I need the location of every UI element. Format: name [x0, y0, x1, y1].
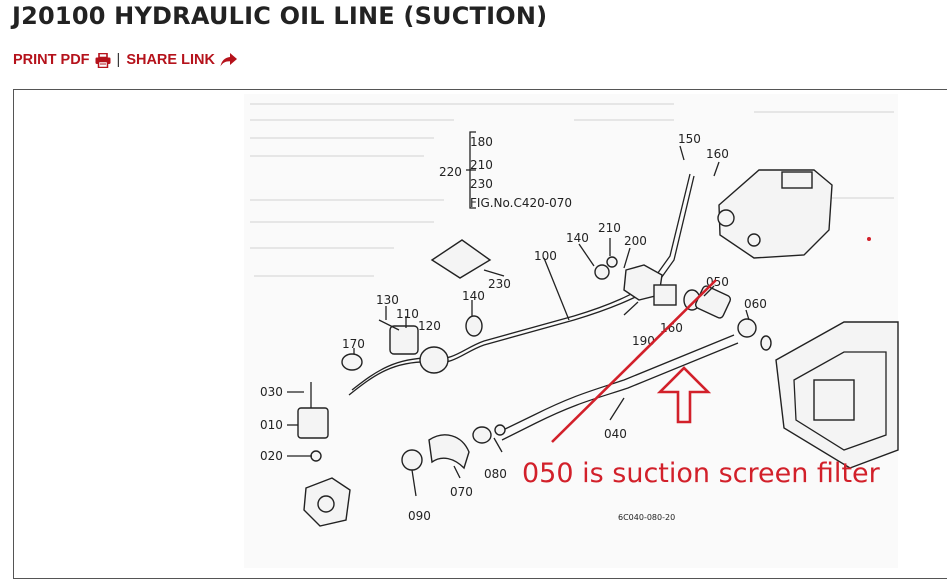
action-bar: PRINT PDF | SHARE LINK — [13, 50, 237, 70]
callout-120: 120 — [418, 319, 441, 333]
diagram-frame: 030 010 020 040 050 060 070 080 090 100 … — [13, 89, 947, 579]
callout-210-group: 210 — [470, 158, 493, 172]
callout-130: 130 — [376, 293, 399, 307]
callout-labels: 030 010 020 040 050 060 070 080 090 100 … — [260, 132, 767, 523]
callout-080: 080 — [484, 467, 507, 481]
pipe-040 — [498, 334, 735, 433]
leader-lines — [287, 145, 750, 497]
parts-diagram: 030 010 020 040 050 060 070 080 090 100 … — [244, 94, 899, 568]
callout-100: 100 — [534, 249, 557, 263]
callout-010: 010 — [260, 418, 283, 432]
share-link-label: SHARE LINK — [126, 52, 215, 68]
action-separator: | — [116, 52, 121, 68]
page-title: J20100 HYDRAULIC OIL LINE (SUCTION) — [12, 2, 548, 30]
callout-bracket-group — [469, 131, 476, 209]
callout-190: 190 — [632, 334, 655, 348]
plate-230 — [430, 239, 492, 279]
callout-160-lower: 160 — [660, 321, 683, 335]
share-arrow-icon — [220, 53, 237, 67]
callout-030: 030 — [260, 385, 283, 399]
annotation-text: 050 is suction screen filter — [522, 458, 881, 489]
hose-070 — [401, 424, 506, 471]
callout-070: 070 — [450, 485, 473, 499]
pump-housing — [717, 169, 833, 259]
figure-reference: FIG.No.C420-070 — [470, 196, 572, 210]
left-block-010 — [297, 382, 351, 527]
callout-140-upper: 140 — [566, 231, 589, 245]
share-link[interactable]: SHARE LINK — [126, 52, 237, 68]
callout-180: 180 — [470, 135, 493, 149]
annotation-pointer-line — [551, 279, 717, 443]
callout-150: 150 — [678, 132, 701, 146]
callout-090: 090 — [408, 509, 431, 523]
printer-icon — [95, 52, 111, 68]
annotation-up-arrow — [656, 366, 712, 424]
callout-230-group: 230 — [470, 177, 493, 191]
callout-200: 200 — [624, 234, 647, 248]
print-pdf-label: PRINT PDF — [13, 52, 90, 68]
callout-110: 110 — [396, 307, 419, 321]
transmission-case — [775, 321, 899, 469]
callout-140-lower: 140 — [462, 289, 485, 303]
drawing-code: 6C040-080-20 — [618, 513, 675, 522]
callout-060: 060 — [744, 297, 767, 311]
valve-110-120 — [341, 315, 483, 374]
red-dot — [867, 237, 871, 241]
print-pdf-link[interactable]: PRINT PDF — [13, 52, 111, 68]
callout-210: 210 — [598, 221, 621, 235]
callout-040: 040 — [604, 427, 627, 441]
callout-170: 170 — [342, 337, 365, 351]
bracket-190-200 — [594, 256, 677, 306]
callout-230: 230 — [488, 277, 511, 291]
callout-220: 220 — [439, 165, 462, 179]
callout-160-upper: 160 — [706, 147, 729, 161]
callout-020: 020 — [260, 449, 283, 463]
